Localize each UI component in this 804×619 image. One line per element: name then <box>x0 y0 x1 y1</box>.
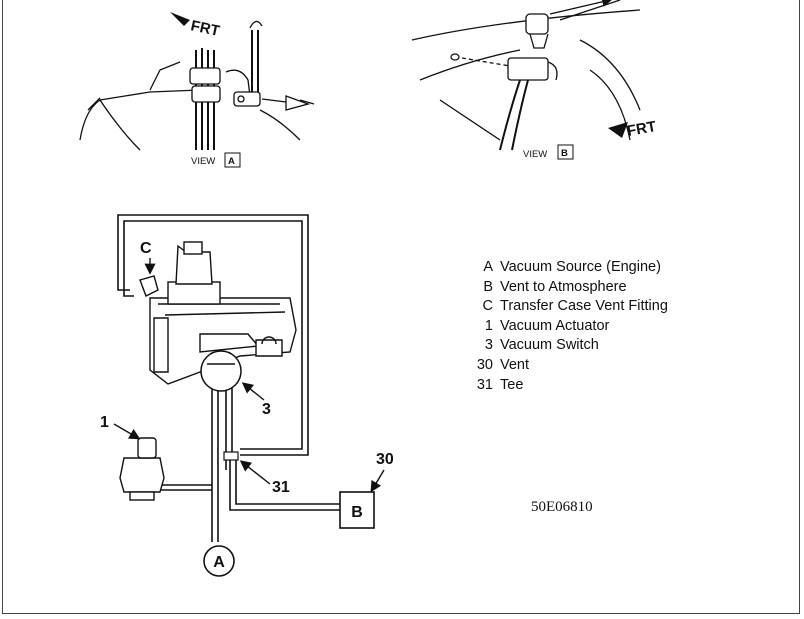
legend-text: Vacuum Actuator <box>500 317 610 334</box>
vacuum-switch <box>200 350 242 392</box>
view-a-caption: VIEW <box>191 156 215 167</box>
callout-30: 30 <box>376 451 394 468</box>
tee-fitting <box>223 451 239 461</box>
legend-text: Transfer Case Vent Fitting <box>500 298 668 315</box>
callout-c: C <box>140 240 152 257</box>
legend-key: 1 <box>484 317 493 334</box>
view-b-caption: VIEW <box>523 149 547 160</box>
legend-key: 31 <box>476 376 493 393</box>
legend-text: Vent to Atmosphere <box>500 278 627 295</box>
legend-text: Vacuum Switch <box>500 337 599 354</box>
vacuum-hoses <box>117 214 340 542</box>
legend-key: B <box>483 278 493 295</box>
callout-31: 31 <box>272 479 290 496</box>
source-a-circle <box>203 545 235 577</box>
vent-b-box <box>339 491 375 529</box>
callout-1: 1 <box>100 414 109 431</box>
transfer-case <box>139 241 297 385</box>
view-b-illustration <box>411 0 641 151</box>
view-b-direction: FRT <box>626 118 658 140</box>
frt-arrow-icon <box>170 12 190 26</box>
view-a-direction: FRT <box>189 17 221 40</box>
vacuum-actuator <box>119 437 165 501</box>
legend-key: A <box>483 259 493 275</box>
legend-row: 31 Tee <box>468 376 668 396</box>
frt-arrow-icon-b <box>608 122 628 138</box>
legend-row: 1 Vacuum Actuator <box>468 317 668 337</box>
legend-row: 30 Vent <box>468 356 668 376</box>
callout-3: 3 <box>262 401 271 418</box>
view-b-letter: B <box>561 148 568 159</box>
legend-text: Vent <box>500 356 530 373</box>
legend-row: B Vent to Atmosphere <box>468 278 668 298</box>
legend-key: 30 <box>476 356 493 373</box>
legend: A Vacuum Source (Engine) B Vent to Atmosph… <box>468 258 668 395</box>
figure-code: 50E06810 <box>531 499 593 515</box>
legend-text: Tee <box>500 376 524 393</box>
callout-a: A <box>213 554 225 571</box>
legend-key: C <box>482 298 493 315</box>
legend-row: 3 Vacuum Switch <box>468 336 668 356</box>
view-a-illustration <box>79 20 315 151</box>
view-a-letter: A <box>228 156 235 167</box>
legend-key: 3 <box>484 337 493 354</box>
legend-row: A Vacuum Source (Engine) <box>468 258 668 278</box>
legend-text: Vacuum Source (Engine) <box>500 259 661 275</box>
callout-b: B <box>351 504 363 521</box>
legend-row: C Transfer Case Vent Fitting <box>468 297 668 317</box>
